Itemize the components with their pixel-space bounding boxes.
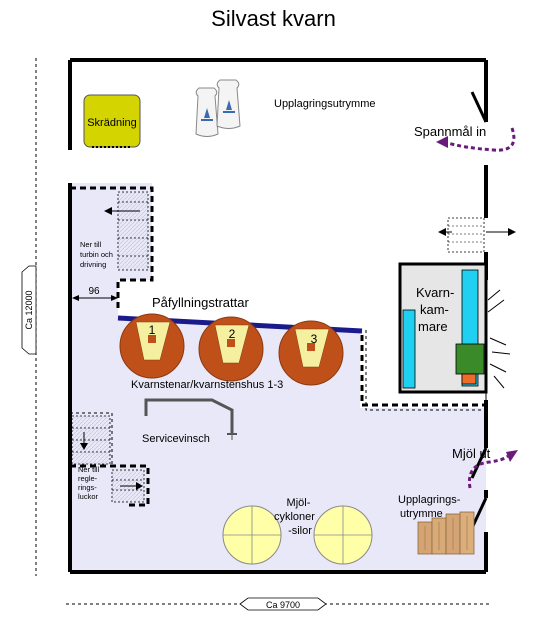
stair-to-turbine <box>104 191 149 271</box>
service-winch-label: Servicevinsch <box>142 433 210 445</box>
screening-machine <box>83 94 141 148</box>
flour-out-label: Mjöl ut <box>452 446 491 461</box>
floor-edge-dashed <box>70 186 488 507</box>
paper-bags-icon <box>417 511 475 555</box>
storage-top-label: Upplagringsutrymme <box>274 98 375 110</box>
flour-silo-right <box>313 505 373 565</box>
storage-bottom-label: Upplagrings- utrymme <box>398 494 463 520</box>
width-mark <box>72 295 118 301</box>
dim-width-label: Ca 9700 <box>266 600 300 610</box>
flour-silos-label: Mjöl- cykloner -silor <box>274 497 318 537</box>
flour-out-arrow <box>467 454 510 489</box>
grain-in-label: Spannmål in <box>414 124 486 139</box>
entrance-steps <box>438 217 516 253</box>
hopper-2-number: 2 <box>229 327 236 341</box>
outer-walls <box>68 58 488 574</box>
grain-sacks-icon <box>195 79 241 137</box>
width-mark-label: 96 <box>88 286 100 297</box>
page-title: Silvast kvarn <box>211 6 336 31</box>
stair-to-control-hatches <box>71 415 145 503</box>
hopper-1-number: 1 <box>149 323 156 337</box>
millstone-3 <box>278 320 344 386</box>
millstone-1 <box>119 313 185 379</box>
filling-hoppers-label: Påfyllningstrattar <box>152 295 249 310</box>
to-turbine-label: Ner till turbin och drivning <box>80 240 115 269</box>
service-winch <box>144 398 237 440</box>
dimension-width <box>66 597 490 611</box>
millstone-2 <box>198 316 264 382</box>
dim-height-label: Ca 12000 <box>24 290 34 329</box>
screening-label: Skrädning <box>87 117 137 129</box>
grain-in-arrow <box>443 127 516 152</box>
hopper-3-number: 3 <box>311 332 318 346</box>
floor-edge-thin-dashed <box>70 330 488 466</box>
mill-floor <box>70 183 486 572</box>
dimension-height <box>21 58 37 576</box>
millstones-label: Kvarnstenar/kvarnstenshus 1-3 <box>131 379 283 391</box>
to-control-hatches-label: Ner till regle- rings- luckor <box>78 465 101 501</box>
mill-chamber-label: Kvarn- kam- mare <box>416 285 458 334</box>
chamber-sketch-lines <box>485 280 511 400</box>
flour-silo-left <box>222 505 282 565</box>
